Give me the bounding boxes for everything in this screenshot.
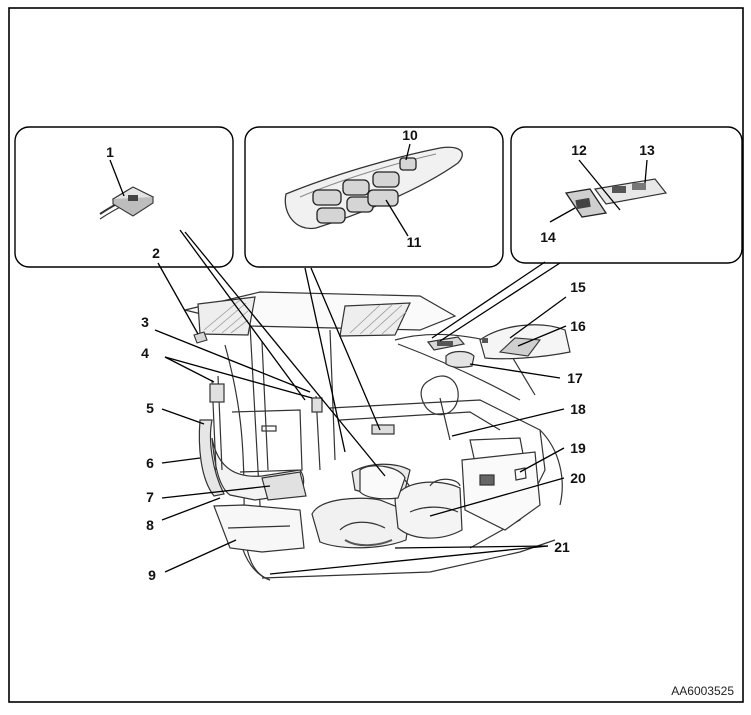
callout-20: 20 <box>570 470 586 486</box>
callout-9: 9 <box>148 567 156 583</box>
callout-14: 14 <box>540 229 556 245</box>
callout-15: 15 <box>570 279 586 295</box>
callout-16: 16 <box>570 318 586 334</box>
callout-11: 11 <box>407 234 422 250</box>
callouts: 1 2 3 4 5 6 7 8 9 10 11 12 13 14 15 16 1… <box>106 127 655 583</box>
figure-code: AA6003525 <box>671 684 734 698</box>
callout-17: 17 <box>567 370 583 386</box>
cargo-lamp <box>193 331 208 344</box>
callout-13: 13 <box>639 142 655 158</box>
callout-5: 5 <box>146 400 154 416</box>
callout-10: 10 <box>402 127 418 143</box>
callout-7: 7 <box>146 489 154 505</box>
callout-21: 21 <box>554 539 570 555</box>
callout-3: 3 <box>141 314 149 330</box>
callout-1: 1 <box>106 144 114 160</box>
callout-8: 8 <box>146 517 154 533</box>
callout-12: 12 <box>571 142 587 158</box>
callout-2: 2 <box>152 245 160 261</box>
inset-door-lamp-switch <box>14 126 234 268</box>
room-lamp <box>445 350 475 368</box>
overhead-console <box>426 336 466 351</box>
callout-4: 4 <box>141 345 149 361</box>
inset-map-lamp <box>510 126 743 264</box>
callout-19: 19 <box>570 440 586 456</box>
callout-6: 6 <box>146 455 154 471</box>
outer-border <box>8 7 744 703</box>
leader-lines <box>109 143 648 575</box>
inset-power-window-switch <box>244 126 504 268</box>
callout-18: 18 <box>570 401 586 417</box>
